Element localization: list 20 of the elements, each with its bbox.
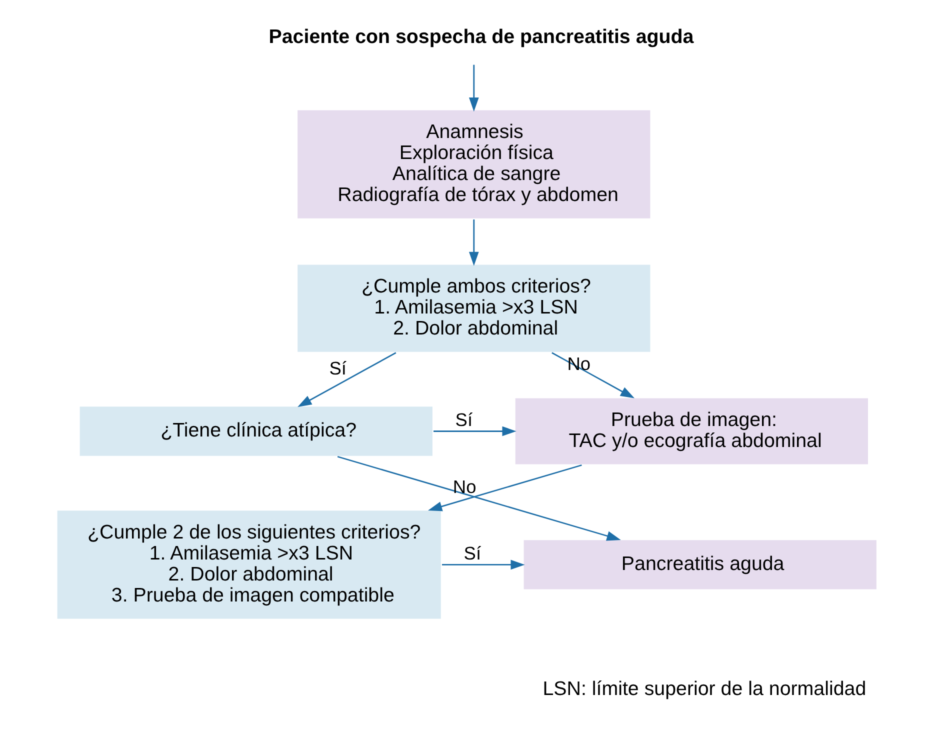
node-box: ¿Cumple ambos criterios? 1. Amilasemia >x3 LSN 2. Dolor abdominal: [296, 263, 652, 354]
arrow: [468, 219, 479, 266]
arrow: [428, 464, 582, 512]
label: LSN: límite superior de la normalidad: [542, 678, 866, 700]
edge-label: Sí: [455, 409, 473, 430]
node-box: ¿Tiene clínica atípica?: [78, 405, 434, 458]
node-box: Prueba de imagen: TAC y/o ecografía abdominal: [514, 396, 870, 466]
arrow: [337, 456, 621, 541]
node-box: Pancreatitis aguda: [522, 538, 878, 591]
edge-label: Sí: [329, 357, 347, 378]
arrow: [298, 352, 396, 407]
node-text: Paciente con sospecha de pancreatitis aguda: [268, 26, 694, 48]
node-box: Anamnesis Exploración física Analítica de sangre Radiografía de tórax y abdomen: [296, 108, 652, 220]
arrow: [552, 352, 635, 398]
arrow: [468, 64, 479, 112]
arrow: [434, 426, 516, 436]
arrow: [442, 560, 525, 570]
edge-label: Sí: [464, 542, 482, 564]
node-box: ¿Cumple 2 de los siguientes criterios? 1. Amilasemia >x3 LSN 2. Dolor abdominal 3. Prueba de imagen compatible: [56, 509, 442, 620]
edge-label: No: [452, 476, 476, 497]
